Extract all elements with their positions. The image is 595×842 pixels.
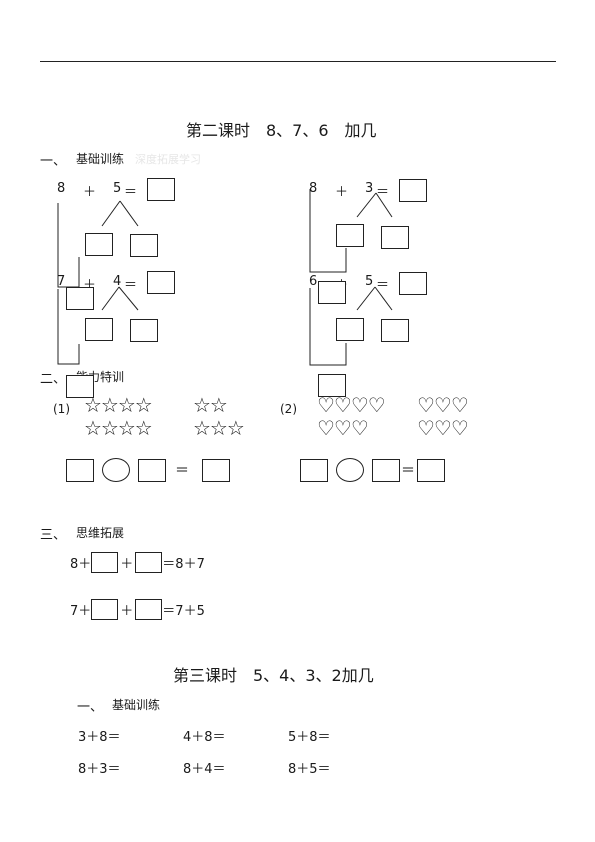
section3-label: 思维拓展 [76, 526, 125, 540]
branch-line [119, 200, 139, 227]
section3-number: 三、 [40, 528, 67, 543]
split2-part-box-left[interactable] [336, 224, 364, 247]
picture2-operator-circle[interactable] [336, 458, 364, 482]
lesson3-problem: 4＋8＝ [183, 730, 226, 745]
split1-plus: ＋ [83, 185, 97, 200]
expand1-box-2[interactable] [135, 552, 163, 573]
picture2-label: (2) [280, 402, 297, 416]
picture2-number-box-1[interactable] [300, 459, 328, 482]
picture2-result-box[interactable] [417, 459, 445, 482]
split3-addend-b: 4 [113, 274, 122, 289]
expand2-rhs: ＝7＋5 [162, 604, 205, 619]
split1-addend-b: 5 [113, 181, 122, 196]
split2-plus: ＋ [335, 185, 349, 200]
expand1-lhs: 8＋ [70, 557, 92, 572]
expand1-box-1[interactable] [91, 552, 119, 573]
split1-addend-a: 8 [57, 181, 66, 196]
split2-equals: ＝ [376, 185, 390, 200]
split3-addend-a: 7 [57, 274, 66, 289]
lesson3-problem: 3＋8＝ [78, 730, 121, 745]
split4-equals: ＝ [376, 278, 390, 293]
expand1-plus: ＋ [120, 557, 134, 572]
branch-line [101, 286, 120, 311]
expand-equation-1: 8＋ ＋ ＝8＋7 [70, 552, 205, 573]
picture1-stars-row2b: ☆☆☆ [193, 416, 245, 440]
picture2-number-box-2[interactable] [372, 459, 400, 482]
split1-answer-box[interactable] [147, 178, 175, 201]
split2-sum-box[interactable] [318, 281, 346, 304]
expand2-plus: ＋ [120, 604, 134, 619]
picture1-label: (1) [53, 402, 70, 416]
picture1-equals: ＝ [175, 463, 189, 479]
bracket-line [309, 189, 347, 273]
split4-answer-box[interactable] [399, 272, 427, 295]
lesson3-problem: 8＋3＝ [78, 762, 121, 777]
picture1-stars-row1a: ☆☆☆☆ [84, 393, 153, 417]
picture1-number-box-2[interactable] [138, 459, 166, 482]
picture2-equals: ＝ [401, 463, 415, 479]
picture1-number-box-1[interactable] [66, 459, 94, 482]
expand2-box-2[interactable] [135, 599, 163, 620]
split3-part-box-right[interactable] [130, 319, 158, 342]
expand1-rhs: ＝8＋7 [162, 557, 205, 572]
branch-line [356, 192, 377, 218]
section1-label: 基础训练 [76, 152, 125, 166]
header-rule [40, 61, 556, 62]
bracket-line [57, 289, 80, 365]
expand2-box-1[interactable] [91, 599, 119, 620]
split3-answer-box[interactable] [147, 271, 175, 294]
branch-line [101, 200, 121, 227]
split3-part-box-left[interactable] [85, 318, 113, 341]
lesson3-problem: 8＋5＝ [288, 762, 331, 777]
split4-addend-b: 5 [365, 274, 374, 289]
lesson3-section1-number: 一、 [77, 700, 104, 715]
branch-line [375, 192, 393, 218]
split4-sum-box[interactable] [318, 374, 346, 397]
picture1-result-box[interactable] [202, 459, 230, 482]
split3-sum-box[interactable] [66, 375, 94, 398]
split4-addend-a: 6 [309, 274, 318, 289]
lesson3-problem: 8＋4＝ [183, 762, 226, 777]
picture2-hearts-row1b: ♡♡♡ [417, 393, 469, 417]
section1-faint-text: 深度拓展学习 [135, 153, 201, 166]
picture2-hearts-row2a: ♡♡♡ [317, 416, 369, 440]
picture2-hearts-row2b: ♡♡♡ [417, 416, 469, 440]
split1-equals: ＝ [124, 185, 138, 200]
expand2-lhs: 7＋ [70, 604, 92, 619]
split4-part-box-right[interactable] [381, 319, 409, 342]
split2-answer-box[interactable] [399, 179, 427, 202]
lesson3-section1-label: 基础训练 [112, 698, 161, 712]
picture1-operator-circle[interactable] [102, 458, 130, 482]
split3-equals: ＝ [124, 278, 138, 293]
section2-number: 二、 [40, 372, 67, 387]
split2-addend-b: 3 [365, 181, 374, 196]
lesson2-title: 第二课时 8、7、6 加几 [186, 121, 377, 140]
branch-line [374, 286, 393, 311]
split1-part-box-left[interactable] [85, 233, 113, 256]
bracket-line [309, 288, 347, 366]
lesson3-problem: 5＋8＝ [288, 730, 331, 745]
branch-line [356, 286, 376, 311]
expand-equation-2: 7＋ ＋ ＝7＋5 [70, 599, 205, 620]
split2-addend-a: 8 [309, 181, 318, 196]
picture2-hearts-row1a: ♡♡♡♡ [317, 393, 386, 417]
split1-part-box-right[interactable] [130, 234, 158, 257]
picture1-stars-row1b: ☆☆ [193, 393, 228, 417]
lesson3-title: 第三课时 5、4、3、2加几 [173, 666, 374, 685]
split4-part-box-left[interactable] [336, 318, 364, 341]
branch-line [118, 286, 139, 311]
split1-sum-box[interactable] [66, 287, 94, 310]
section1-number: 一、 [40, 154, 67, 169]
picture1-stars-row2a: ☆☆☆☆ [84, 416, 153, 440]
split2-part-box-right[interactable] [381, 226, 409, 249]
